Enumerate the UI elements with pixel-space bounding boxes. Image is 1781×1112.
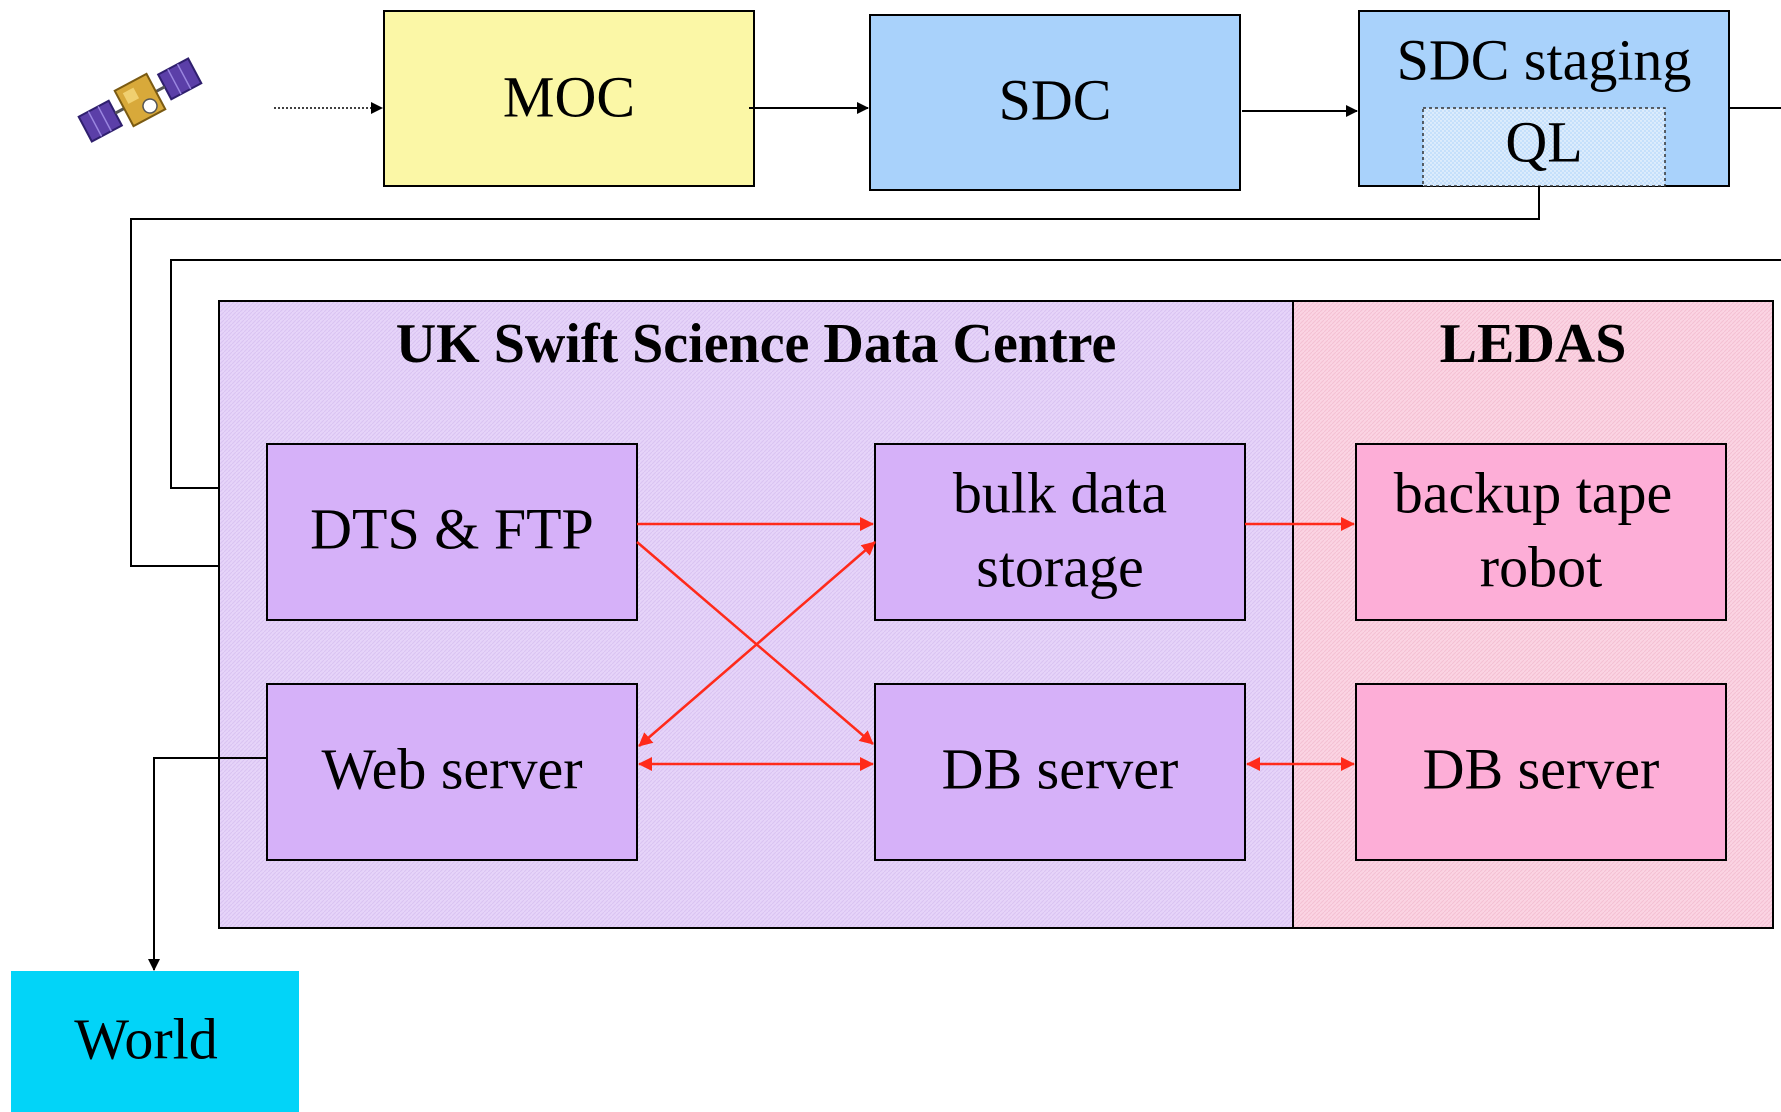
- connector-web-to-world: [148, 757, 267, 971]
- ql-label: QL: [1505, 109, 1582, 174]
- web-server-label: Web server: [321, 736, 582, 801]
- dts-ftp-label: DTS & FTP: [310, 496, 594, 561]
- bulk-storage-line2: storage: [976, 534, 1144, 599]
- ledas-title: LEDAS: [1440, 313, 1627, 375]
- uk-sdc-title: UK Swift Science Data Centre: [396, 313, 1117, 375]
- sdc-staging-box: SDC staging QL: [1358, 10, 1730, 187]
- backup-tape-line1: backup tape: [1394, 460, 1673, 525]
- dts-ftp-box: DTS & FTP: [266, 443, 638, 621]
- ledas-db-server-label: DB server: [1423, 736, 1660, 801]
- arrow-bulk-web: [638, 541, 876, 747]
- sdc-box: SDC: [869, 14, 1241, 191]
- web-server-box: Web server: [266, 683, 638, 861]
- connector-ql-to-dts: [130, 186, 1540, 572]
- uk-db-server-label: DB server: [942, 736, 1179, 801]
- world-box: World: [11, 971, 299, 1112]
- backup-tape-box: backup tape robot: [1355, 443, 1727, 621]
- sdc-staging-label: SDC staging: [1397, 27, 1692, 92]
- world-label: World: [74, 1006, 218, 1071]
- bulk-storage-line1: bulk data: [953, 460, 1167, 525]
- ledas-db-server-box: DB server: [1355, 683, 1727, 861]
- satellite-icon: [77, 57, 203, 143]
- ql-box: [1422, 107, 1666, 187]
- moc-label: MOC: [503, 64, 635, 129]
- backup-tape-line2: robot: [1480, 534, 1602, 599]
- uk-db-server-box: DB server: [874, 683, 1246, 861]
- sdc-label: SDC: [999, 67, 1112, 132]
- bulk-storage-box: bulk data storage: [874, 443, 1246, 621]
- moc-box: MOC: [383, 10, 755, 187]
